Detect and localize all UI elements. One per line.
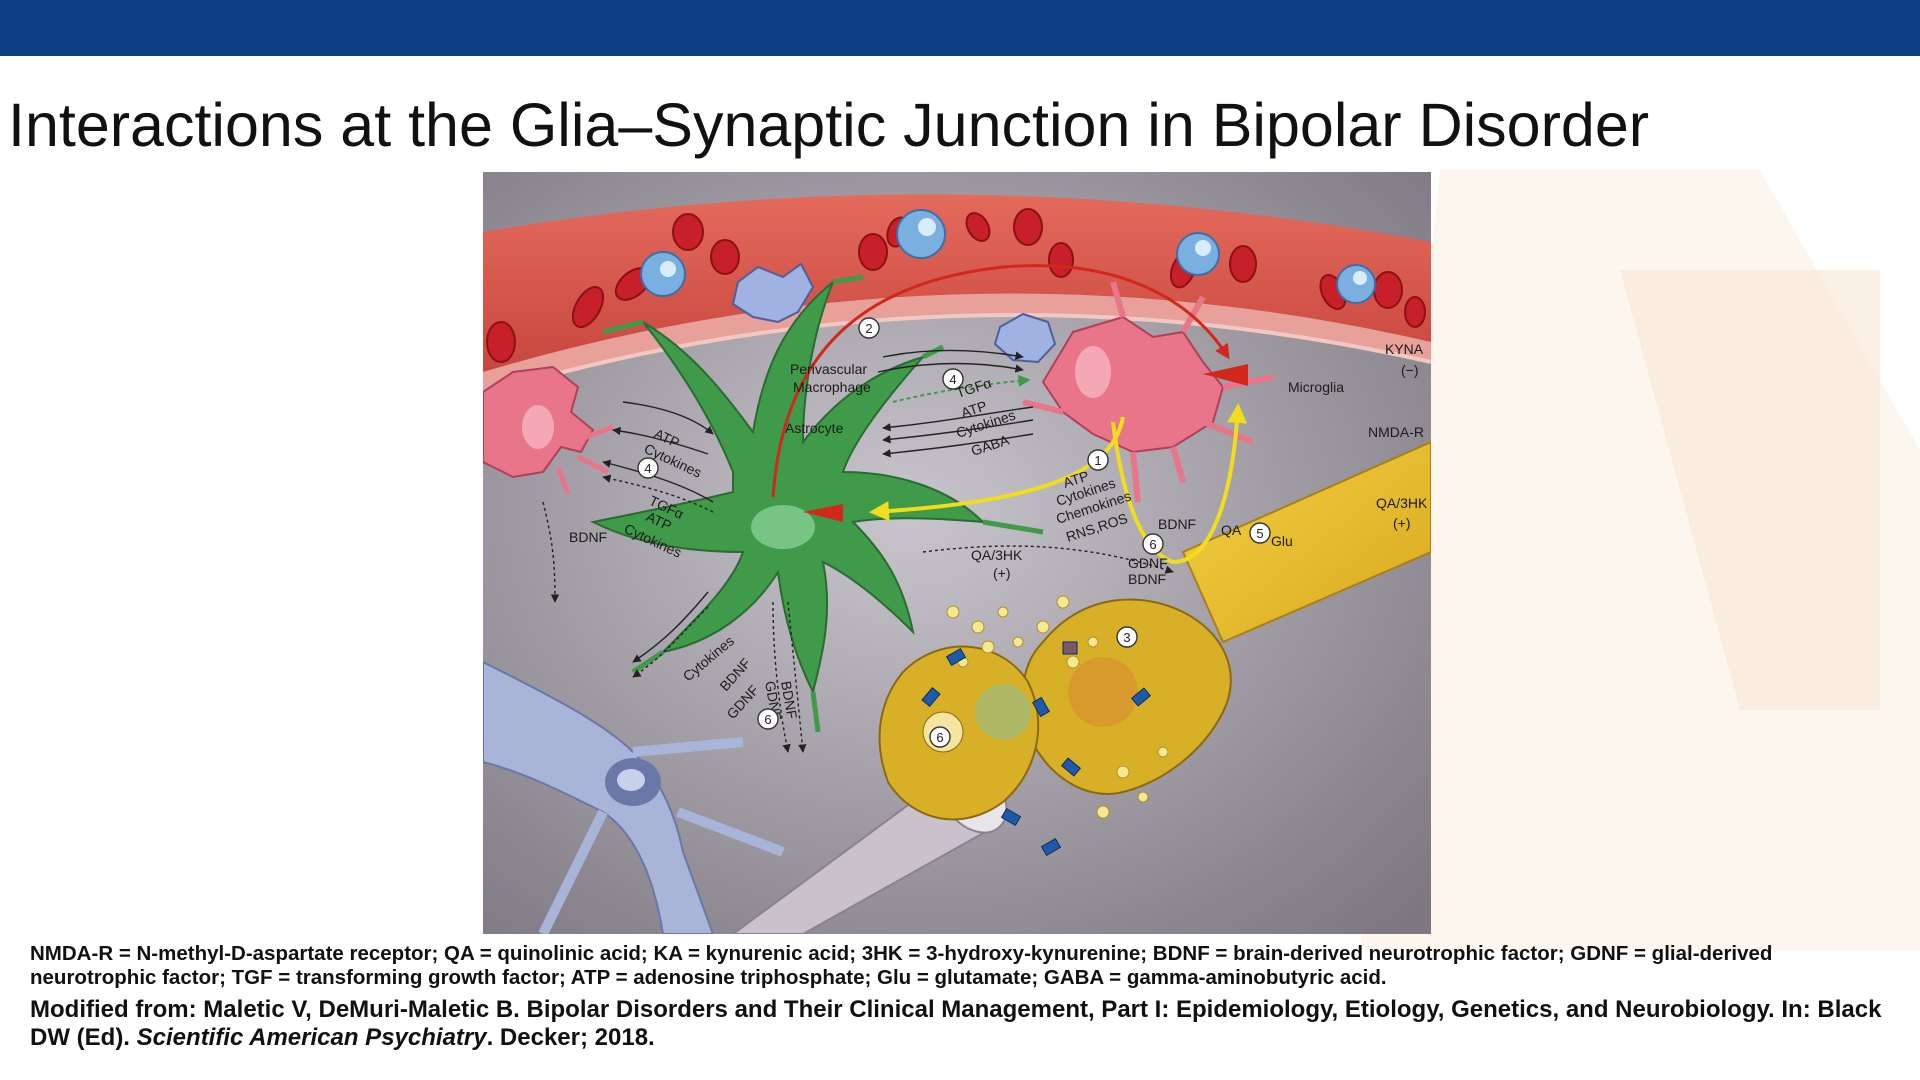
label-bdnf-mid: BDNF (1158, 516, 1196, 532)
qa3hk-left-receptor (803, 504, 843, 522)
synaptic-vesicles (946, 595, 1169, 819)
label-gdnf-mid: GDNF (1128, 555, 1168, 571)
label-qa3hk-left: QA/3HK (971, 547, 1023, 563)
gaba-arrow (892, 374, 1031, 403)
receptors (921, 641, 1152, 857)
label-astrocyte: Astrocyte (785, 420, 844, 436)
step-4-top: 4 (942, 368, 964, 390)
microglia-left (483, 365, 614, 495)
citation-suffix: . Decker; 2018. (486, 1024, 655, 1051)
label-bdnf-mid2: BDNF (1128, 571, 1166, 587)
citation: Modified from: Maletic V, DeMuri-Maletic… (30, 996, 1900, 1052)
label-macrophage: Macrophage (793, 379, 871, 395)
svg-text:4: 4 (644, 461, 651, 476)
step-6-bottom: 6 (929, 726, 951, 748)
microglia-right (1022, 281, 1274, 503)
citation-prefix: Modified from: Maletic V, DeMuri-Maletic… (30, 996, 1882, 1051)
label-glu: Glu (1271, 533, 1293, 549)
axon-terminal (878, 440, 1431, 821)
svg-text:3: 3 (1123, 630, 1130, 645)
citation-journal: Scientific American Psychiatry (136, 1024, 487, 1051)
label-nmda-r: NMDA-R (1368, 424, 1424, 440)
background-watermark (1360, 170, 1920, 950)
step-1: 1 (1087, 449, 1109, 471)
step-4-left: 4 (637, 457, 659, 479)
svg-text:6: 6 (764, 712, 771, 727)
label-qa3hk-left-sign: (+) (993, 565, 1011, 581)
label-qa3hk-right: QA/3HK (1376, 495, 1428, 511)
label-qa: QA (1221, 522, 1242, 538)
glia-synapse-illustration: Perivascular Macrophage Astrocyte Microg… (483, 172, 1431, 934)
label-perivascular: Perivascular (790, 361, 867, 377)
step-2: 2 (858, 317, 880, 339)
perivascular-macrophage (731, 262, 1057, 364)
svg-text:1: 1 (1094, 453, 1101, 468)
abbreviations-footnote: NMDA-R = N-methyl-D-aspartate receptor; … (30, 942, 1773, 989)
neuron (483, 660, 785, 934)
illustration-svg: Perivascular Macrophage Astrocyte Microg… (483, 172, 1431, 934)
white-blood-cells (640, 209, 1376, 304)
signal-arrows (542, 349, 1174, 753)
label-qa3hk-right-sign: (+) (1393, 515, 1411, 531)
step-3: 3 (1116, 626, 1138, 648)
svg-text:4: 4 (949, 372, 956, 387)
label-atp-mid: ATP (1061, 468, 1091, 491)
label-kyna-sign: (−) (1401, 362, 1419, 378)
astrocyte (589, 274, 1044, 733)
label-atp-top: ATP (959, 398, 989, 421)
svg-text:5: 5 (1256, 526, 1263, 541)
step-6-mid: 6 (1142, 533, 1164, 555)
header-bar (0, 0, 1920, 56)
slide-title: Interactions at the Glia–Synaptic Juncti… (8, 91, 1650, 159)
label-bdnf-far-left: BDNF (569, 529, 607, 545)
nmda-receptor (1203, 364, 1248, 386)
svg-text:6: 6 (1149, 537, 1156, 552)
label-microglia: Microglia (1288, 379, 1344, 395)
svg-text:6: 6 (936, 730, 943, 745)
yellow-arrow-right (1111, 403, 1248, 565)
step-6-low: 6 (757, 708, 779, 730)
label-bdnf-bottom: BDNF (778, 680, 800, 720)
step-5: 5 (1249, 522, 1271, 544)
red-arrow (771, 264, 1230, 498)
svg-text:2: 2 (865, 321, 872, 336)
label-kyna: KYNA (1385, 341, 1424, 357)
